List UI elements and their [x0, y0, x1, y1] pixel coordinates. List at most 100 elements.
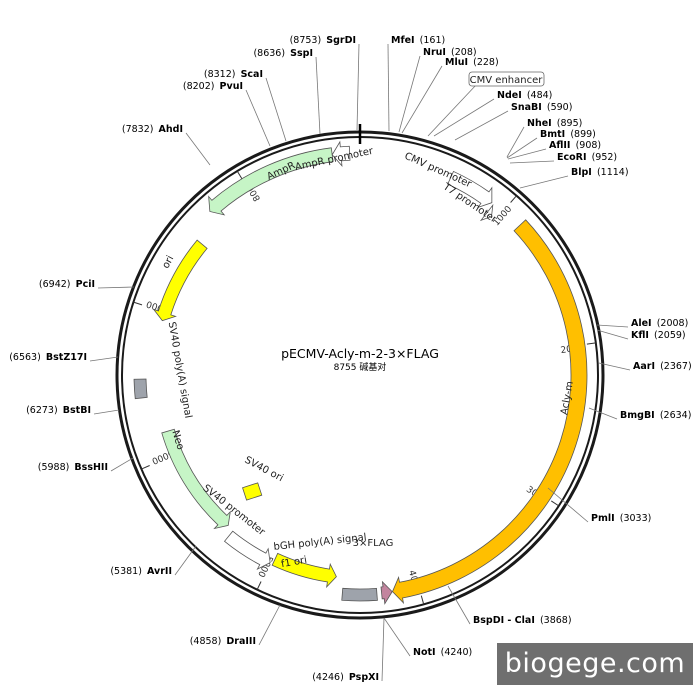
restriction-site: NotI (4240)	[383, 617, 472, 661]
site-leader-line	[401, 65, 443, 134]
site-enzyme-name: BlpI	[571, 167, 592, 178]
site-leader-line	[519, 175, 569, 189]
site-label: BmgBI (2634)	[620, 405, 691, 424]
site-enzyme-name: SspI	[290, 48, 313, 59]
sv40-polya-box	[133, 378, 148, 400]
site-enzyme-name: BstZ17I	[46, 352, 87, 363]
site-leader-line	[174, 545, 197, 576]
site-enzyme-name: AleI	[631, 318, 652, 329]
restriction-site: (6942) PciI	[39, 274, 135, 293]
site-leader-line	[258, 604, 281, 646]
plasmid-backbone	[115, 124, 605, 620]
restriction-site: EcoRI (952)	[509, 147, 617, 166]
ruler-tick	[141, 465, 150, 470]
cmv-enhancer-leader	[427, 83, 478, 137]
plasmid-name: pECMV-Acly-m-2-3×FLAG	[281, 346, 439, 361]
site-leader-line	[381, 617, 385, 682]
site-label: (8312) ScaI	[204, 64, 263, 83]
sv40-promoter-arrow	[223, 530, 271, 570]
site-leader-line	[383, 617, 411, 657]
site-label: NheI (895)	[527, 113, 582, 132]
site-enzyme-name: EcoRI	[557, 152, 587, 163]
ruler-tick	[420, 595, 425, 605]
site-position: (899)	[570, 129, 596, 140]
site-leader-line	[506, 126, 525, 158]
site-position: (8312)	[204, 69, 236, 80]
site-label: (6273) BstBI	[26, 400, 91, 419]
ori-arrow	[152, 239, 208, 322]
ruler-tick	[510, 195, 517, 203]
site-position: (908)	[576, 140, 602, 151]
ampr-arrow	[208, 147, 334, 216]
site-position: (8636)	[253, 48, 285, 59]
restriction-site: BmtI (899)	[506, 129, 596, 159]
site-position: (5381)	[110, 566, 142, 577]
restriction-site: KflI (2059)	[596, 325, 686, 344]
site-leader-line	[454, 110, 509, 141]
site-position: (952)	[592, 152, 618, 163]
restriction-site: AflII (908)	[507, 135, 601, 160]
site-label: (6563) BstZ17I	[9, 347, 87, 366]
restriction-site: (5988) BssHII	[38, 457, 134, 476]
restriction-site: AarI (2367)	[598, 361, 692, 372]
site-label: MfeI (161)	[391, 30, 445, 49]
site-position: (161)	[420, 35, 446, 46]
site-position: (8202)	[183, 81, 215, 92]
site-label: PmlI (3033)	[591, 508, 651, 527]
site-label: SnaBI (590)	[511, 97, 572, 116]
site-label: (4858) DraIII	[190, 631, 256, 650]
site-position: (4240)	[441, 647, 473, 658]
site-enzyme-name: BssHII	[74, 462, 108, 473]
restriction-site: BmgBI (2634)	[588, 405, 691, 424]
site-label: (5988) BssHII	[38, 457, 108, 476]
site-position: (590)	[547, 102, 573, 113]
site-enzyme-name: PvuI	[220, 81, 243, 92]
plasmid-size: 8755 碱基对	[334, 361, 387, 373]
site-position: (208)	[451, 47, 477, 58]
site-label: (6942) PciI	[39, 274, 95, 293]
restriction-site: BlpI (1114)	[519, 167, 629, 189]
restriction-site: SnaBI (590)	[454, 97, 572, 141]
site-label: EcoRI (952)	[557, 147, 617, 166]
site-leader-line	[89, 356, 119, 362]
site-label: NotI (4240)	[413, 642, 472, 661]
sv40-ori-label: SV40 ori	[243, 455, 285, 484]
restriction-site: AleI (2008)	[596, 318, 689, 329]
ruler-tick	[256, 581, 262, 590]
site-leader-line	[387, 43, 390, 132]
site-leader-line	[596, 329, 629, 340]
ruler-tick	[236, 170, 243, 180]
site-enzyme-name: NruI	[423, 47, 446, 58]
site-enzyme-name: MfeI	[391, 35, 415, 46]
site-label: (7832) AhdI	[122, 119, 183, 138]
site-label: (4246) PspXI	[312, 667, 379, 686]
site-leader-line	[507, 148, 547, 160]
watermark: biogege.com	[497, 643, 693, 685]
ampr-promoter-label: AmpR promoter	[294, 146, 375, 173]
site-enzyme-name: SgrDI	[326, 35, 356, 46]
acly-m-arrow	[392, 219, 588, 605]
site-position: (6273)	[26, 405, 58, 416]
site-leader-line	[588, 407, 618, 420]
site-position: (228)	[473, 57, 499, 68]
site-enzyme-name: BspDI - ClaI	[473, 615, 535, 626]
site-leader-line	[433, 98, 495, 137]
site-position: (484)	[527, 90, 553, 101]
restriction-site: (5381) AvrII	[110, 545, 197, 577]
site-label: KflI (2059)	[631, 325, 686, 344]
site-label: AflII (908)	[549, 135, 601, 154]
site-enzyme-name: PciI	[76, 279, 95, 290]
site-leader-line	[598, 362, 631, 371]
cmv-enhancer-box	[468, 71, 545, 87]
t7-promoter-arrow	[479, 203, 494, 222]
site-label: (8636) SspI	[253, 43, 313, 62]
site-leader-line	[506, 137, 538, 159]
neo-arrow	[161, 428, 231, 530]
site-enzyme-name: KflI	[631, 330, 649, 341]
restriction-site: (8753) SgrDI	[290, 35, 360, 131]
site-leader-line	[110, 457, 134, 472]
sv40-ori-box	[242, 482, 263, 501]
site-position: (2008)	[657, 318, 689, 329]
site-enzyme-name: AvrII	[147, 566, 172, 577]
site-enzyme-name: PmlI	[591, 513, 615, 524]
